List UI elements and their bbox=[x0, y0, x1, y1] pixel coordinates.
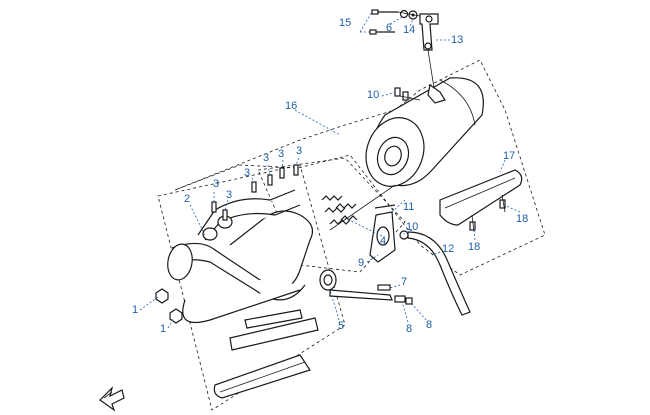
header-clamp bbox=[319, 269, 413, 305]
callout-1-upper: 1 bbox=[132, 304, 139, 316]
callout-10-lower: 10 bbox=[406, 221, 419, 233]
callout-15: 15 bbox=[339, 17, 352, 29]
callout-13: 13 bbox=[451, 34, 464, 46]
callout-3-a: 3 bbox=[213, 178, 220, 190]
callout-16: 16 bbox=[285, 100, 298, 112]
callout-4: 4 bbox=[380, 235, 387, 247]
exhaust-header bbox=[167, 189, 313, 324]
callout-5: 5 bbox=[338, 320, 345, 332]
group-16-frame bbox=[174, 59, 546, 276]
drain-hose bbox=[399, 230, 471, 316]
header-guards bbox=[213, 309, 319, 399]
callout-11: 11 bbox=[403, 201, 415, 213]
callout-10-upper: 10 bbox=[367, 89, 380, 101]
muffler bbox=[365, 77, 484, 187]
callout-3-d: 3 bbox=[263, 152, 270, 164]
callout-2: 2 bbox=[184, 193, 191, 205]
callout-7: 7 bbox=[401, 276, 408, 288]
callout-1-lower: 1 bbox=[160, 323, 167, 335]
springs bbox=[321, 195, 358, 225]
callout-3-e: 3 bbox=[278, 148, 285, 160]
callout-3-b: 3 bbox=[226, 189, 233, 201]
callout-3-f: 3 bbox=[296, 145, 303, 157]
callout-8-left: 8 bbox=[406, 323, 413, 335]
callout-3-c: 3 bbox=[244, 167, 251, 179]
callout-12: 12 bbox=[442, 243, 455, 255]
leader-lines bbox=[139, 11, 521, 329]
front-arrow-icon bbox=[99, 386, 125, 412]
callout-9: 9 bbox=[358, 257, 365, 269]
header-group-frame bbox=[157, 164, 346, 411]
muffler-bracket bbox=[419, 13, 446, 104]
callout-6: 6 bbox=[386, 22, 393, 34]
callout-14: 14 bbox=[403, 24, 416, 36]
heat-shield bbox=[439, 169, 523, 233]
callout-18-right: 18 bbox=[516, 213, 529, 225]
nuts bbox=[155, 288, 183, 324]
flange-connector bbox=[329, 184, 396, 263]
top-bolts bbox=[369, 9, 421, 35]
callout-17: 17 bbox=[503, 150, 516, 162]
callout-8-right: 8 bbox=[426, 319, 433, 331]
callout-18-left: 18 bbox=[468, 241, 481, 253]
